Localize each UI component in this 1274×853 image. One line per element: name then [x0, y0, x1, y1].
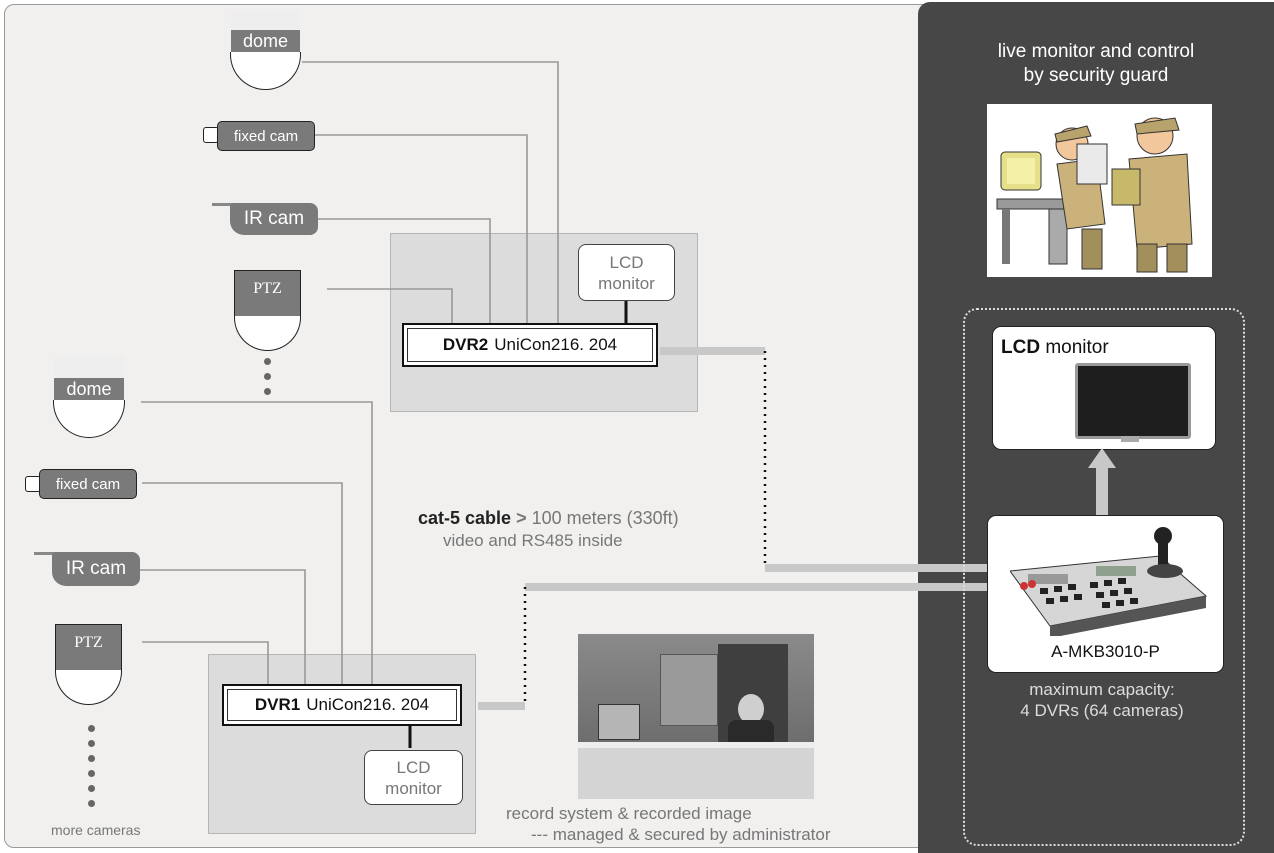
fixed-cam-label-bottom: fixed cam	[39, 469, 137, 499]
dvr2-lcd-line1: LCD	[609, 252, 644, 272]
cable-label: cat-5 cable > 100 meters (330ft)	[418, 508, 679, 529]
wire-fixed-top	[313, 134, 528, 325]
ptz-label: PTZ	[234, 270, 301, 316]
lcd-monitor-icon	[1075, 363, 1191, 439]
dvr2-model: UniCon216. 204	[494, 335, 618, 354]
dvr2-lcd-monitor: LCD monitor	[578, 244, 675, 301]
wire-dome-top	[302, 61, 559, 325]
dvr2-name: DVR2	[442, 335, 489, 354]
control-title-line2: by security guard	[1023, 65, 1169, 86]
dvr1-lcd-line1: LCD	[396, 757, 431, 777]
control-title-line1: live monitor and control	[997, 41, 1195, 62]
capacity-line1: maximum capacity:	[1029, 680, 1175, 699]
capacity-text: maximum capacity: 4 DVRs (64 cameras)	[963, 679, 1241, 721]
lcd-monitor-rest: monitor	[1045, 337, 1109, 358]
wire-fixed-bottom	[142, 482, 343, 716]
ptz-label-bottom: PTZ	[55, 624, 122, 670]
wire-ir-top	[318, 218, 491, 325]
keyboard-controller-icon	[1010, 527, 1208, 636]
dome-label: dome	[231, 30, 300, 52]
cable-label-rest: 100 meters (330ft)	[531, 508, 679, 528]
lcd-monitor-card: LCD monitor	[992, 326, 1216, 450]
lcd-monitor-title: LCD monitor	[1001, 337, 1109, 359]
cable-label-line2: video and RS485 inside	[443, 531, 623, 550]
wire-ptz-top	[327, 288, 453, 325]
control-title: live monitor and control by security gua…	[918, 40, 1274, 88]
dome-label-bottom: dome	[54, 378, 124, 400]
wire-dome-bottom	[141, 401, 373, 716]
lcd-monitor-bold: LCD	[1001, 337, 1041, 358]
arrow-up-icon	[1088, 448, 1116, 516]
dvr2-unit: DVR2 UniCon216. 204	[402, 323, 658, 367]
dvr1-name: DVR1	[254, 695, 301, 714]
dvr1-lcd-line2: monitor	[385, 778, 442, 798]
wire-ir-bottom	[140, 569, 306, 716]
keyboard-controller-card: A-MKB3010-P	[987, 515, 1224, 673]
cable-label-arrow: >	[516, 508, 527, 528]
security-guard-illustration	[987, 104, 1212, 277]
more-dots-bottom	[88, 725, 95, 815]
dvr2-lcd-line2: monitor	[598, 273, 655, 293]
dvr1-unit: DVR1 UniCon216. 204	[222, 684, 462, 726]
keyboard-model: A-MKB3010-P	[1051, 642, 1160, 661]
admin-caption-line2: --- managed & secured by administrator	[531, 825, 831, 844]
ir-cam-label-bottom: IR cam	[52, 552, 140, 586]
admin-caption-line1: record system & recorded image	[506, 804, 752, 823]
ir-cam-label: IR cam	[230, 203, 318, 235]
cable-label-bold: cat-5 cable	[418, 508, 512, 528]
control-equipment-group	[963, 308, 1245, 846]
fixed-cam-label: fixed cam	[217, 121, 315, 151]
ptz-camera-top: PTZ	[234, 270, 301, 351]
dvr1-lcd-monitor: LCD monitor	[364, 750, 463, 805]
more-cameras-label: more cameras	[51, 822, 141, 838]
admin-office-photo	[578, 634, 814, 799]
more-dots-top	[264, 358, 271, 403]
ptz-camera-bottom: PTZ	[55, 624, 122, 705]
dvr1-model: UniCon216. 204	[306, 695, 430, 714]
capacity-line2: 4 DVRs (64 cameras)	[1020, 701, 1184, 720]
